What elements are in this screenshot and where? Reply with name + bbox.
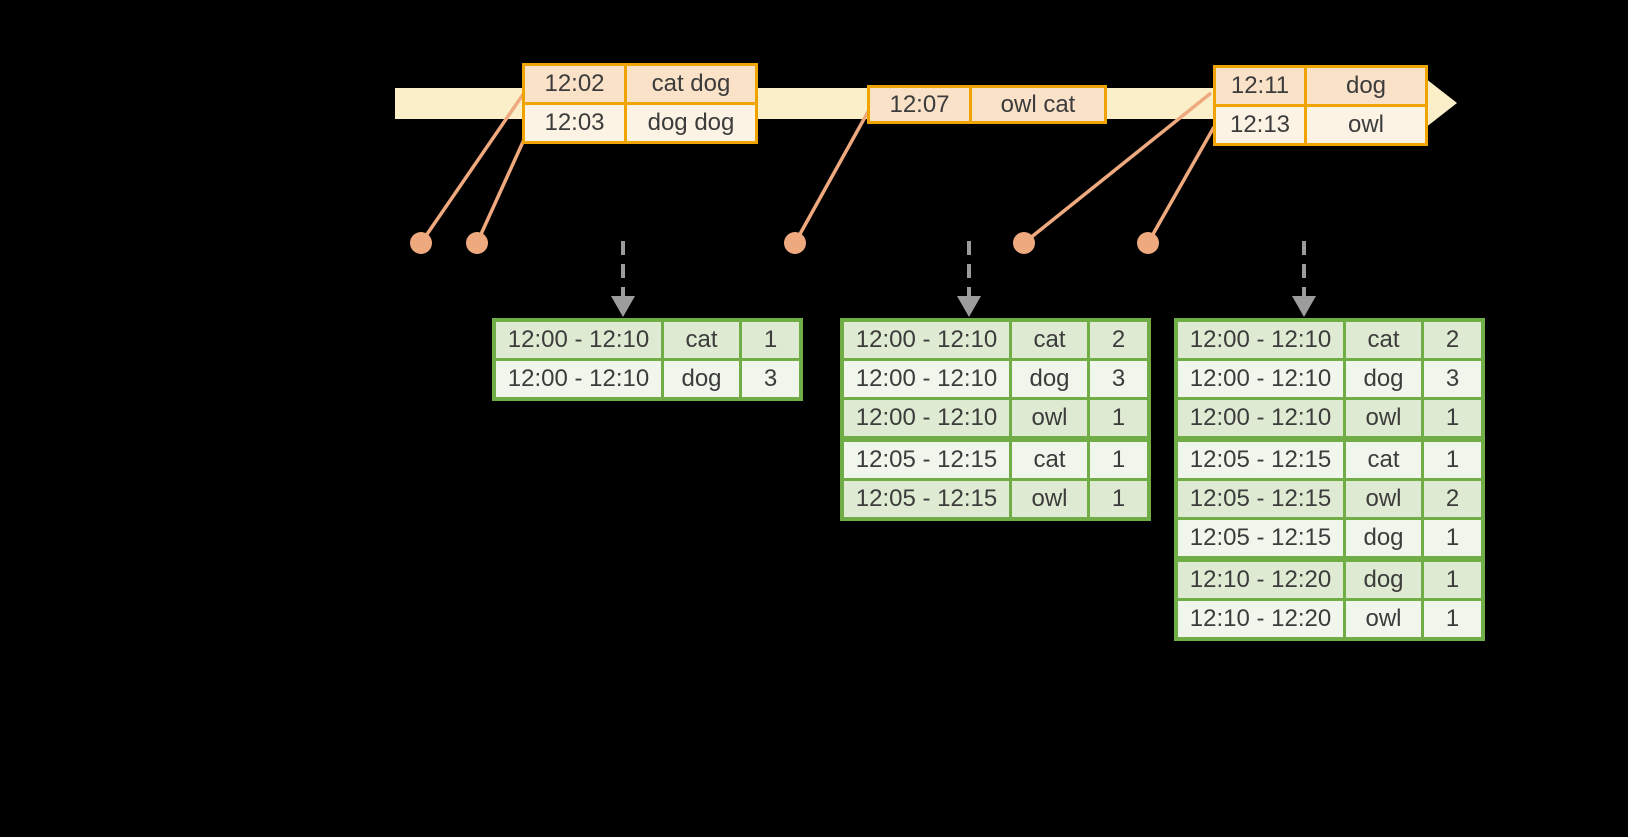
count-cell: 1: [1421, 436, 1485, 481]
count-cell: 3: [1087, 358, 1151, 400]
count-cell: 1: [1087, 436, 1151, 481]
table-row: 12:13 owl: [1213, 104, 1428, 146]
window-cell: 12:05 - 12:15: [1174, 436, 1346, 481]
window-cell: 12:00 - 12:10: [840, 318, 1012, 361]
trigger-arrow-icon: [957, 241, 981, 317]
connector-line: [419, 92, 526, 244]
table-row: 12:00 - 12:10 owl 1: [840, 397, 1151, 441]
event-dots: [410, 232, 1159, 254]
table-row: 12:05 - 12:15 owl 2: [1174, 478, 1485, 520]
window-cell: 12:05 - 12:15: [1174, 478, 1346, 520]
window-cell: 12:05 - 12:15: [840, 478, 1012, 521]
table-row: 12:00 - 12:10 cat 2: [1174, 318, 1485, 361]
count-cell: 2: [1421, 318, 1485, 361]
result-table-2: 12:00 - 12:10 cat 2 12:00 - 12:10 dog 3 …: [840, 318, 1151, 521]
window-cell: 12:00 - 12:10: [1174, 358, 1346, 400]
timeline-arrowhead-icon: [1425, 78, 1457, 128]
event-dot: [1137, 232, 1159, 254]
word-cell: owl: [1343, 598, 1424, 641]
count-cell: 3: [739, 358, 803, 401]
table-row: 12:00 - 12:10 cat 2: [840, 318, 1151, 361]
trigger-arrow-icon: [611, 241, 635, 317]
event-words-cell: owl cat: [969, 85, 1107, 124]
window-cell: 12:05 - 12:15: [1174, 517, 1346, 561]
event-time-cell: 12:02: [522, 63, 627, 105]
event-dot: [784, 232, 806, 254]
word-cell: owl: [1343, 397, 1424, 441]
window-cell: 12:10 - 12:20: [1174, 556, 1346, 601]
count-cell: 1: [1421, 598, 1485, 641]
result-table-3: 12:00 - 12:10 cat 2 12:00 - 12:10 dog 3 …: [1174, 318, 1485, 641]
event-time-cell: 12:03: [522, 102, 627, 144]
table-row: 12:07 owl cat: [867, 85, 1107, 124]
window-cell: 12:10 - 12:20: [1174, 598, 1346, 641]
count-cell: 1: [1421, 556, 1485, 601]
event-words-cell: owl: [1304, 104, 1428, 146]
table-row: 12:03 dog dog: [522, 102, 758, 144]
window-cell: 12:00 - 12:10: [840, 358, 1012, 400]
word-cell: dog: [1009, 358, 1090, 400]
count-cell: 1: [739, 318, 803, 361]
event-table-1: 12:02 cat dog 12:03 dog dog: [522, 63, 758, 144]
table-row: 12:10 - 12:20 dog 1: [1174, 556, 1485, 601]
table-row: 12:00 - 12:10 owl 1: [1174, 397, 1485, 441]
table-row: 12:00 - 12:10 dog 3: [1174, 358, 1485, 400]
word-cell: cat: [1009, 436, 1090, 481]
connector-line: [1146, 126, 1216, 244]
event-words-cell: dog dog: [624, 102, 758, 144]
count-cell: 1: [1087, 478, 1151, 521]
word-cell: cat: [661, 318, 742, 361]
event-table-2: 12:07 owl cat: [867, 85, 1107, 124]
connector-lines: [419, 91, 1216, 245]
table-row: 12:05 - 12:15 dog 1: [1174, 517, 1485, 561]
table-row: 12:05 - 12:15 cat 1: [840, 436, 1151, 481]
table-row: 12:11 dog: [1213, 65, 1428, 107]
count-cell: 2: [1087, 318, 1151, 361]
table-row: 12:00 - 12:10 dog 3: [840, 358, 1151, 400]
word-cell: dog: [1343, 358, 1424, 400]
word-cell: cat: [1343, 318, 1424, 361]
word-cell: dog: [661, 358, 742, 401]
event-dot: [410, 232, 432, 254]
window-cell: 12:00 - 12:10: [1174, 397, 1346, 441]
event-table-3: 12:11 dog 12:13 owl: [1213, 65, 1428, 146]
window-cell: 12:00 - 12:10: [1174, 318, 1346, 361]
connector-line: [475, 132, 529, 244]
event-words-cell: dog: [1304, 65, 1428, 107]
result-table-1: 12:00 - 12:10 cat 1 12:00 - 12:10 dog 3: [492, 318, 803, 401]
event-dot: [466, 232, 488, 254]
event-dot: [1013, 232, 1035, 254]
count-cell: 3: [1421, 358, 1485, 400]
word-cell: cat: [1009, 318, 1090, 361]
connector-line: [1022, 91, 1213, 245]
event-words-cell: cat dog: [624, 63, 758, 105]
word-cell: dog: [1343, 556, 1424, 601]
window-cell: 12:05 - 12:15: [840, 436, 1012, 481]
count-cell: 1: [1421, 517, 1485, 561]
count-cell: 2: [1421, 478, 1485, 520]
count-cell: 1: [1087, 397, 1151, 441]
table-row: 12:05 - 12:15 cat 1: [1174, 436, 1485, 481]
event-time-cell: 12:13: [1213, 104, 1307, 146]
word-cell: dog: [1343, 517, 1424, 561]
word-cell: owl: [1009, 478, 1090, 521]
count-cell: 1: [1421, 397, 1485, 441]
word-cell: cat: [1343, 436, 1424, 481]
window-cell: 12:00 - 12:10: [492, 358, 664, 401]
word-cell: owl: [1343, 478, 1424, 520]
word-cell: owl: [1009, 397, 1090, 441]
connector-line: [793, 109, 871, 244]
trigger-arrow-icon: [1292, 241, 1316, 317]
window-cell: 12:00 - 12:10: [492, 318, 664, 361]
table-row: 12:00 - 12:10 cat 1: [492, 318, 803, 361]
table-row: 12:10 - 12:20 owl 1: [1174, 598, 1485, 641]
window-cell: 12:00 - 12:10: [840, 397, 1012, 441]
table-row: 12:00 - 12:10 dog 3: [492, 358, 803, 401]
table-row: 12:02 cat dog: [522, 63, 758, 105]
event-time-cell: 12:11: [1213, 65, 1307, 107]
table-row: 12:05 - 12:15 owl 1: [840, 478, 1151, 521]
event-time-cell: 12:07: [867, 85, 972, 124]
